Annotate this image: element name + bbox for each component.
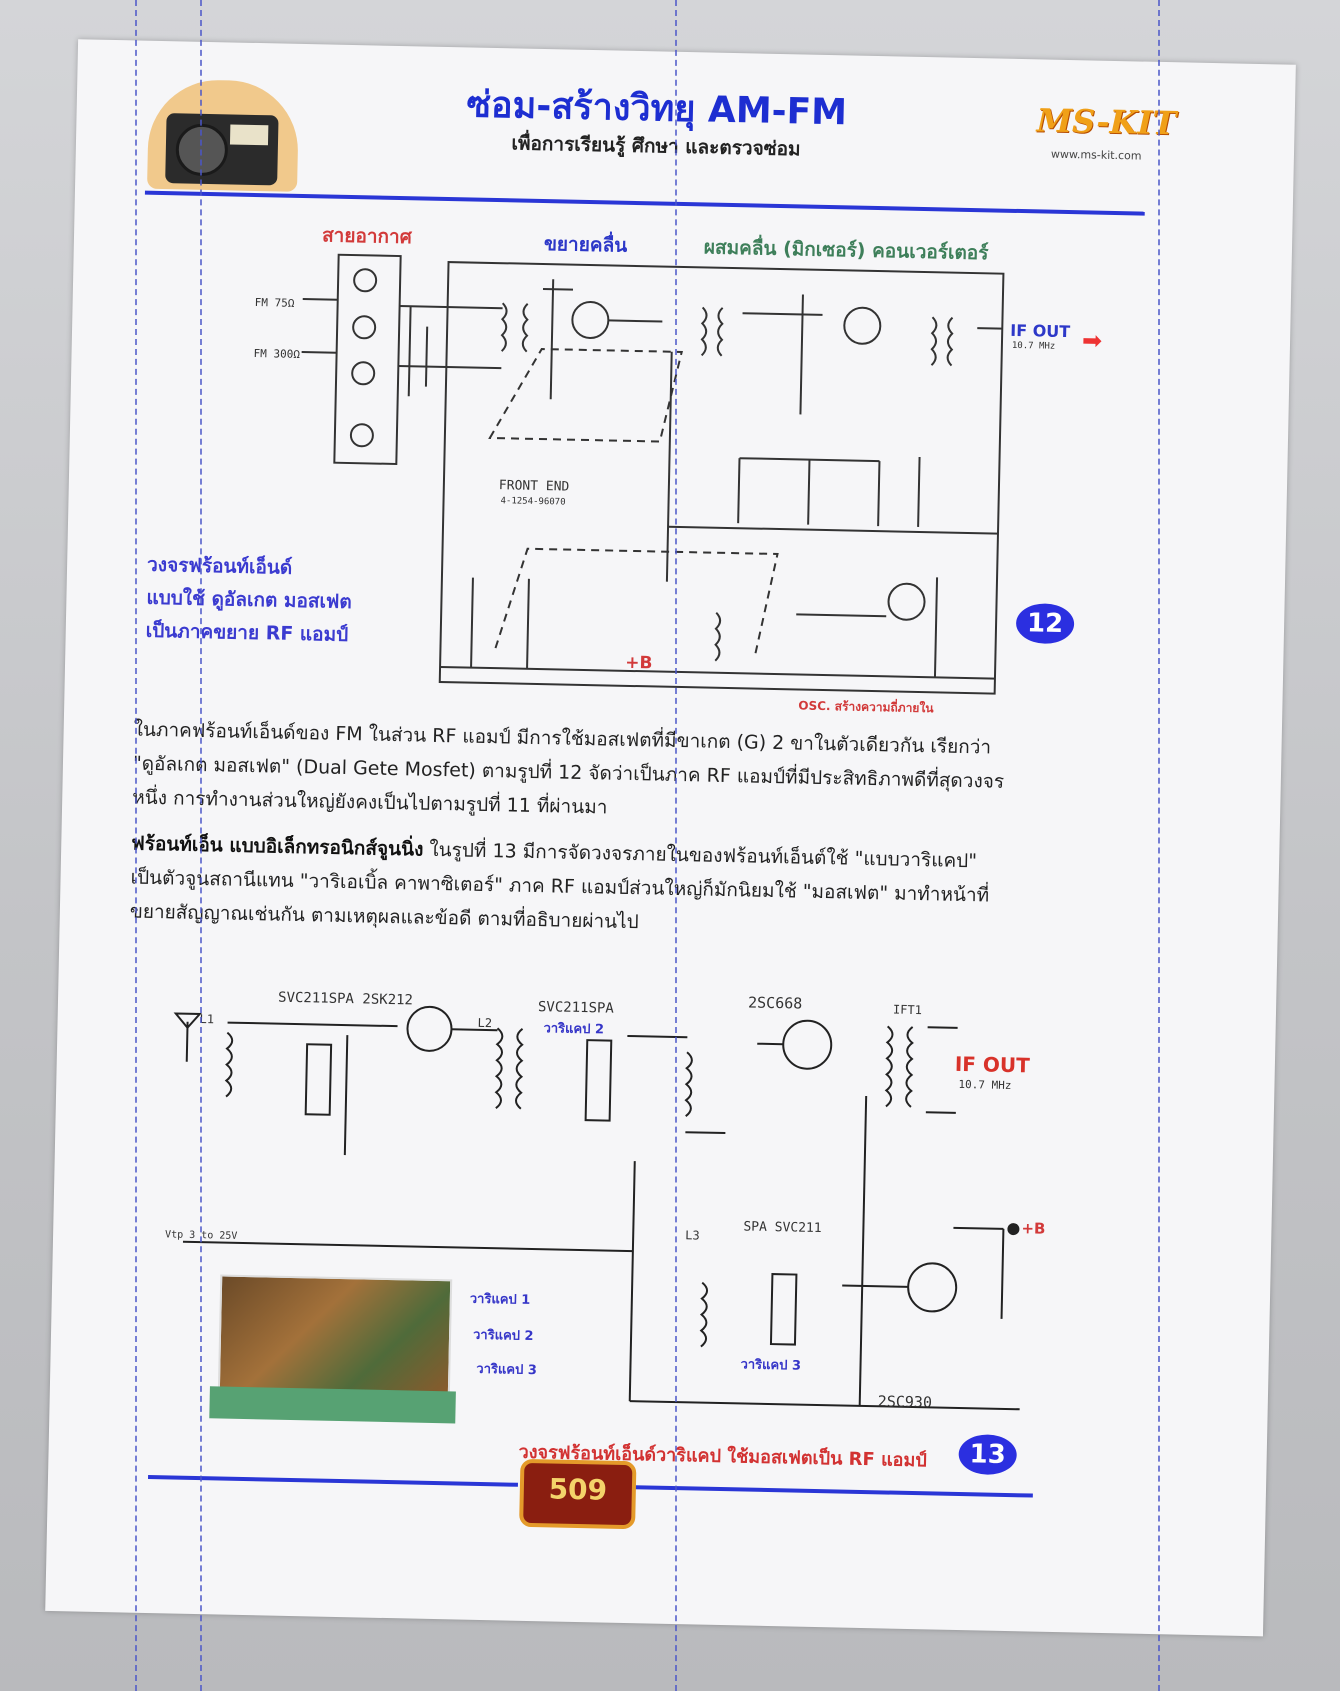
paragraph-1: ในภาคฟร้อนท์เอ็นด์ของ FM ในส่วน RF แอมป์…	[132, 718, 1005, 819]
brand-url: www.ms-kit.com	[1050, 147, 1142, 163]
figure-12-schematic	[301, 253, 1005, 695]
paragraph-2-lead: ฟร้อนท์เอ็น แบบอิเล็กทรอนิกส์จูนนิ่ง	[131, 832, 424, 861]
fig13-if-freq: 10.7 MHz	[958, 1077, 1012, 1093]
fig13-if-out: IF OUT	[954, 1051, 1031, 1078]
radio-logo-icon	[147, 78, 300, 192]
paragraph-2: ฟร้อนท์เอ็น แบบอิเล็กทรอนิกส์จูนนิ่ง ในร…	[129, 832, 990, 934]
fig12-side-note: วงจรฟร้อนท์เอ็นด์ แบบใช้ ดูอัลเกต มอสเฟต…	[145, 553, 352, 647]
front-end-code: 4-1254-96070	[500, 496, 566, 508]
page-number-badge: 509	[519, 1458, 637, 1530]
guide-line	[135, 0, 137, 1691]
coil-l2: L2	[477, 1015, 493, 1031]
tuner-photo-base	[209, 1386, 456, 1424]
part-spa-svc211: SPA SVC211	[743, 1219, 822, 1237]
photo-label-varicap-2: วาริแคป 2	[472, 1327, 534, 1345]
varicap-2-label: วาริแคป 2	[543, 1021, 605, 1038]
arrow-right-icon: ➡	[1081, 326, 1103, 355]
part-svc-2sk212: SVC211SPA 2SK212	[277, 989, 414, 1009]
fm-75-label: FM 75Ω	[254, 296, 295, 310]
header-rule	[144, 190, 1145, 216]
footer-rule-left	[147, 1475, 518, 1487]
fig12-if-out: IF OUT	[1010, 320, 1071, 342]
brand-logo: MS-KIT	[1036, 101, 1177, 143]
front-end-label: FRONT END	[498, 478, 570, 495]
osc-caption: OSC. สร้างความถี่ภายใน	[798, 698, 934, 716]
fig12-plus-b: +B	[624, 652, 653, 674]
coil-l3: L3	[685, 1228, 700, 1243]
photo-label-varicap-1: วาริแคป 1	[469, 1291, 531, 1308]
photo-label-varicap-3: วาริแคป 3	[476, 1361, 537, 1379]
figure-13-schematic	[173, 1005, 1020, 1411]
fm-300-label: FM 300Ω	[253, 346, 301, 361]
fig12-if-freq: 10.7 MHz	[1011, 340, 1056, 352]
guide-line	[1158, 0, 1160, 1691]
tuner-photo	[217, 1274, 453, 1396]
part-svc211: SVC211SPA	[537, 999, 614, 1017]
part-ift1: IFT1	[892, 1002, 923, 1018]
varicap-3-label: วาริแคป 3	[740, 1357, 802, 1374]
document-page: ซ่อม-สร้างวิทยุ AM-FM เพื่อการเรียนรู้ ศ…	[45, 39, 1296, 1637]
part-2sc930: 2SC930	[877, 1392, 933, 1412]
footer-rule-right	[632, 1485, 1033, 1498]
fig13-plus-b: +B	[1021, 1219, 1046, 1238]
guide-line	[675, 0, 677, 1691]
part-2sc668: 2SC668	[747, 993, 803, 1013]
guide-line	[200, 0, 202, 1691]
figure-13-number: 13	[958, 1434, 1018, 1476]
